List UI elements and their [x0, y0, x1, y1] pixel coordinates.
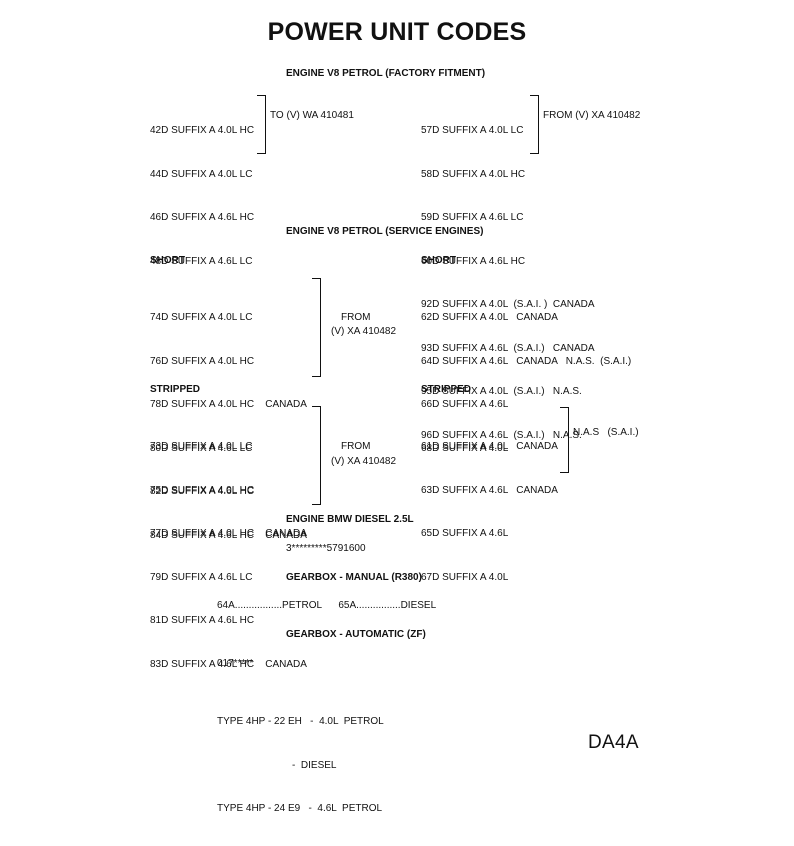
- service-heading: ENGINE V8 PETROL (SERVICE ENGINES): [286, 226, 484, 237]
- automatic-heading: GEARBOX - AUTOMATIC (ZF): [286, 629, 426, 640]
- list-item: - DIESEL: [217, 759, 337, 771]
- stripped-right-list: 61D SUFFIX A 4.0L CANADA 63D SUFFIX A 4.…: [421, 411, 558, 614]
- list-item: 64D SUFFIX A 4.6L CANADA N.A.S. (S.A.I.): [421, 355, 632, 367]
- factory-left-note: TO (V) WA 410481: [270, 110, 354, 121]
- list-item: 57D SUFFIX A 4.0L LC: [421, 125, 524, 136]
- list-item: 76D SUFFIX A 4.0L HC: [150, 355, 255, 367]
- list-item: 79D SUFFIX A 4.6L LC: [150, 571, 253, 583]
- stripped-right-note: N.A.S (S.A.I.): [573, 427, 639, 438]
- short-left-list: 74D SUFFIX A 4.0L LC 76D SUFFIX A 4.0L H…: [150, 282, 307, 572]
- automatic-list: TYPE 4HP - 22 EH - 4.0L PETROL - DIESEL …: [217, 686, 384, 846]
- factory-right-bracket: [530, 95, 539, 154]
- short-left-bracket: [312, 278, 321, 377]
- list-item: 92D SUFFIX A 4.0L (S.A.I. ) CANADA: [421, 299, 595, 310]
- diesel-heading: ENGINE BMW DIESEL 2.5L: [286, 514, 414, 525]
- list-item: 44D SUFFIX A 4.0L LC: [150, 168, 253, 180]
- factory-left-list: 42D SUFFIX A 4.0L HC 44D SUFFIX A 4.0L L…: [150, 95, 254, 298]
- list-item: 67D SUFFIX A 4.0L: [421, 571, 509, 583]
- short-left-note-from: FROM: [341, 312, 371, 323]
- list-item: 74D SUFFIX A 4.0L LC: [150, 312, 253, 323]
- list-item: 65D SUFFIX A 4.6L: [421, 528, 509, 539]
- list-item: 46D SUFFIX A 4.6L HC: [150, 212, 255, 223]
- document-page: POWER UNIT CODES ENGINE V8 PETROL (FACTO…: [150, 18, 641, 814]
- factory-left-bracket: [257, 95, 266, 154]
- stripped-left-list: 73D SUFFIX A 4.0L LC 75D SUFFIX A 4.0L H…: [150, 411, 307, 701]
- factory-right-list: 57D SUFFIX A 4.0L LC 58D SUFFIX A 4.0L H…: [421, 95, 595, 472]
- list-item: 82D SUFFIX A 4.6L HC: [150, 486, 255, 497]
- short-right-list: 62D SUFFIX A 4.0L CANADA 64D SUFFIX A 4.…: [421, 282, 631, 485]
- list-item: 68D SUFFIX A 4.0L: [421, 442, 509, 454]
- short-right-label: SHORT: [421, 255, 456, 266]
- list-item: 77D SUFFIX A 4.0L HC CANADA: [150, 528, 307, 539]
- factory-right-note: FROM (V) XA 410482: [543, 110, 641, 121]
- list-item: 80D SUFFIX A 4.6L LC: [150, 442, 253, 454]
- list-item: 75D SUFFIX A 4.0L HC: [150, 484, 255, 496]
- list-item: 73D SUFFIX A 4.0L LC: [150, 441, 253, 452]
- manual-line: 64A.................PETROL 65A..........…: [217, 600, 437, 611]
- short-left-label: SHORT: [150, 255, 185, 266]
- figure-reference: DA4A: [588, 732, 639, 753]
- list-item: 60D SUFFIX A 4.6L HC: [421, 255, 526, 267]
- list-item: 42D SUFFIX A 4.0L HC: [150, 125, 255, 136]
- diesel-code: 3*********5791600: [286, 543, 366, 554]
- list-item: TYPE 4HP - 22 EH - 4.0L PETROL: [217, 716, 384, 727]
- manual-heading: GEARBOX - MANUAL (R380): [286, 572, 422, 583]
- list-item: 63D SUFFIX A 4.6L CANADA: [421, 484, 558, 496]
- list-item: 78D SUFFIX A 4.0L HC CANADA: [150, 399, 307, 410]
- list-item: 58D SUFFIX A 4.0L HC: [421, 168, 526, 180]
- short-left-note-vin: (V) XA 410482: [331, 326, 397, 337]
- automatic-code: 017*****: [217, 658, 254, 669]
- list-item: 81D SUFFIX A 4.6L HC: [150, 615, 255, 626]
- stripped-left-bracket: [312, 406, 321, 505]
- list-item: 59D SUFFIX A 4.6L LC: [421, 212, 524, 223]
- list-item: 83D SUFFIX A 4.6L HC CANADA: [150, 658, 307, 670]
- stripped-left-label: STRIPPED: [150, 384, 201, 395]
- list-item: 93D SUFFIX A 4.6L (S.A.I.) CANADA: [421, 342, 595, 354]
- stripped-left-note-from: FROM: [341, 441, 371, 452]
- factory-heading: ENGINE V8 PETROL (FACTORY FITMENT): [286, 68, 486, 79]
- list-item: 62D SUFFIX A 4.0L CANADA: [421, 312, 558, 323]
- list-item: 84D SUFFIX A 4.6L HC CANADA: [150, 529, 307, 541]
- page-title: POWER UNIT CODES: [267, 18, 527, 46]
- stripped-right-bracket: [560, 407, 569, 473]
- stripped-left-note-vin: (V) XA 410482: [331, 456, 397, 467]
- list-item: TYPE 4HP - 24 E9 - 4.6L PETROL: [217, 803, 383, 814]
- list-item: 48D SUFFIX A 4.6L LC: [150, 255, 253, 267]
- stripped-right-label: STRIPPED: [421, 384, 472, 395]
- list-item: 95D SUFFIX A 4.0L (S.A.I.) N.A.S.: [421, 386, 582, 397]
- list-item: 66D SUFFIX A 4.6L: [421, 399, 509, 410]
- list-item: 96D SUFFIX A 4.6L (S.A.I.) N.A.S.: [421, 429, 582, 441]
- list-item: 61D SUFFIX A 4.0L CANADA: [421, 441, 558, 452]
